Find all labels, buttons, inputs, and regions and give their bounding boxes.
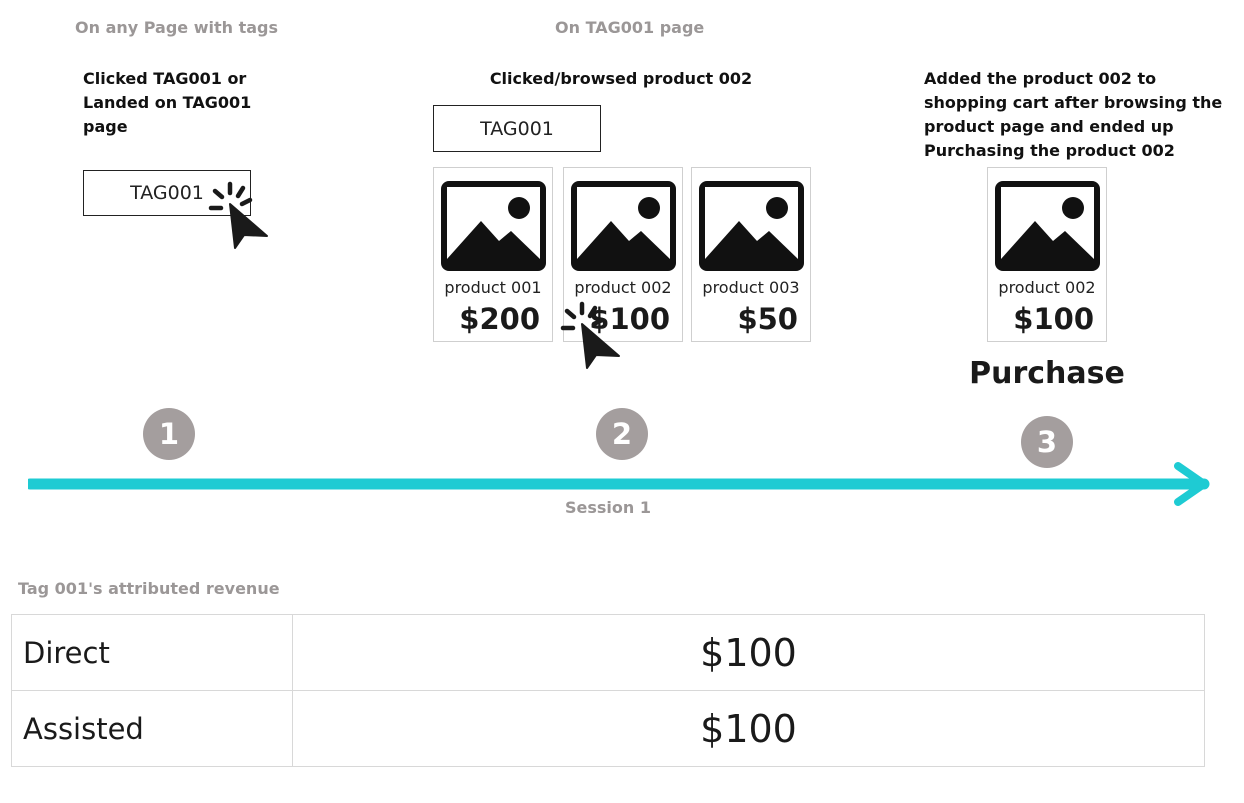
step-2-line-1: Clicked/browsed product 002 [489,69,753,88]
row-label-direct: Direct [11,614,293,691]
step-2-description: Clicked/browsed product 002 [430,67,812,91]
step-3-line-2: shopping cart after browsing the [924,93,1223,112]
image-placeholder-icon [995,181,1100,271]
image-placeholder-icon [441,181,546,271]
heading-tag-page: On TAG001 page [555,18,705,37]
product-card-003[interactable]: product 003 $50 [691,167,811,342]
product-name: product 003 [702,278,800,297]
tag-button-step-2[interactable]: TAG001 [433,105,601,152]
step-3-description: Added the product 002 to shopping cart a… [924,67,1222,163]
product-price: $200 [459,302,540,336]
step-3-line-4: Purchasing the product 002 [924,141,1175,160]
row-value-direct: $100 [292,614,1205,691]
click-cursor-icon [208,181,268,249]
step-1-description: Clicked TAG001 or Landed on TAG001 page [83,67,251,139]
step-2-circle: 2 [596,408,648,460]
click-cursor-icon [560,301,620,369]
step-1-line-1: Clicked TAG001 or [83,69,247,88]
product-name: product 002 [574,278,672,297]
product-card-001[interactable]: product 001 $200 [433,167,553,342]
step-3-line-3: product page and ended up [924,117,1174,136]
product-price: $50 [737,302,798,336]
product-name: product 001 [444,278,542,297]
row-value-assisted: $100 [292,690,1205,767]
step-3-circle: 3 [1021,416,1073,468]
attribution-table: Direct $100 Assisted $100 [11,614,1205,767]
tag-button-step-1[interactable]: TAG001 [83,170,251,216]
step-1-line-2: Landed on TAG001 [83,93,252,112]
purchased-product-card: product 002 $100 [987,167,1107,342]
attribution-title: Tag 001's attributed revenue [18,579,280,598]
step-3-line-1: Added the product 002 to [924,69,1157,88]
image-placeholder-icon [571,181,676,271]
row-label-assisted: Assisted [11,690,293,767]
purchase-label: Purchase [969,356,1125,391]
step-1-line-3: page [83,117,128,136]
image-placeholder-icon [699,181,804,271]
step-1-circle: 1 [143,408,195,460]
heading-any-page: On any Page with tags [75,18,279,37]
table-row: Assisted $100 [11,690,1205,767]
timeline-arrow [28,462,1210,506]
session-label: Session 1 [565,498,651,517]
table-row: Direct $100 [11,614,1205,691]
product-price: $100 [1013,302,1094,336]
product-name: product 002 [998,278,1096,297]
